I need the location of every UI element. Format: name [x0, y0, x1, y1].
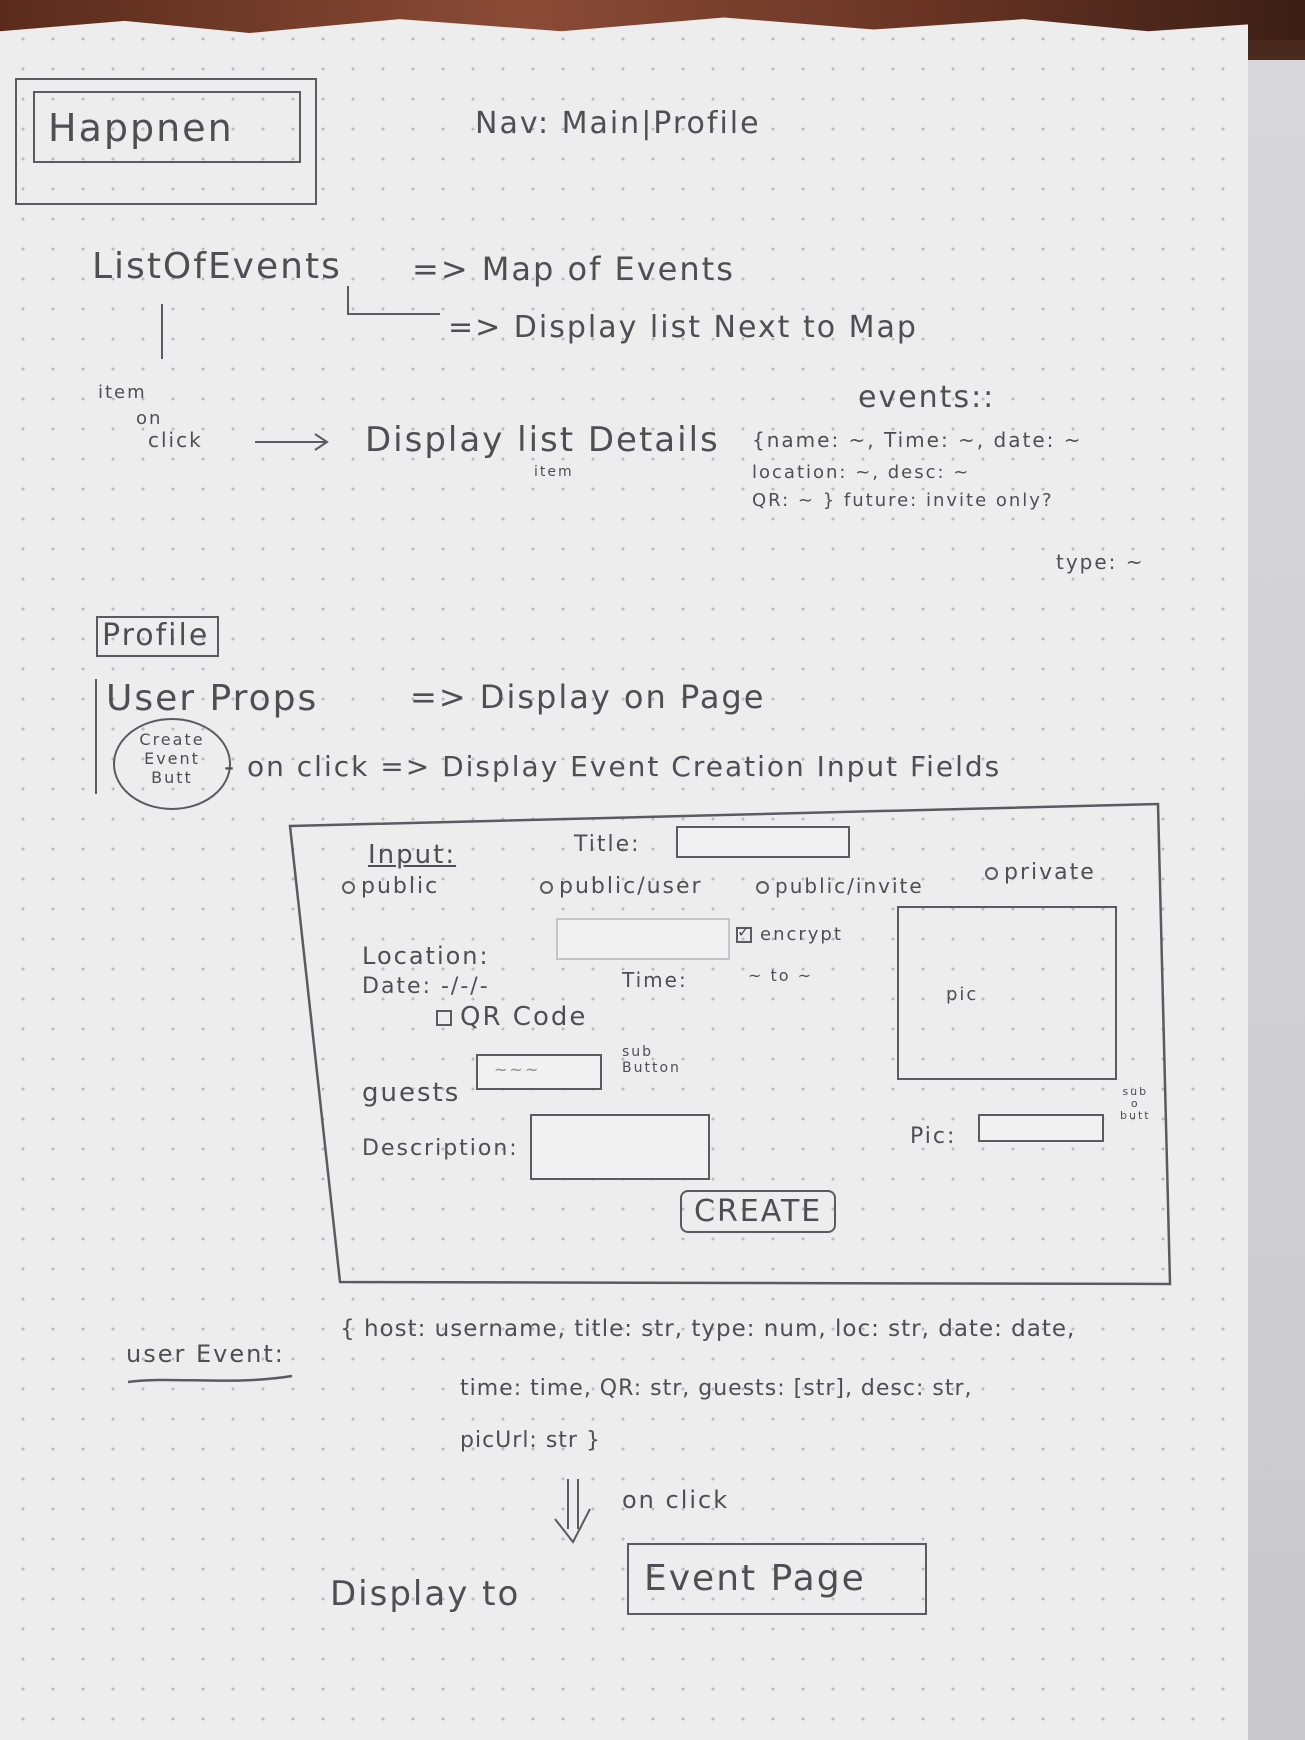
- profile-label: Profile: [96, 616, 220, 657]
- qr-code-checkbox[interactable]: QR Code: [436, 1002, 587, 1032]
- location-label: Location:: [362, 942, 490, 970]
- title-input[interactable]: [676, 826, 850, 858]
- events-fields-line2: location: ~, desc: ~: [752, 462, 971, 483]
- sketch-lines: [15, 78, 1172, 1615]
- events-fields-line1: {name: ~, Time: ~, date: ~: [752, 428, 1083, 452]
- qr-code-checkbox-label: QR Code: [460, 1002, 588, 1032]
- public-invite-radio-label: public/invite: [775, 874, 924, 898]
- input-label: Input:: [368, 840, 457, 870]
- desk-background-right: [1245, 60, 1305, 1740]
- display-list-details-label: Display list Details: [365, 420, 720, 460]
- create-event-button-line3: Butt: [151, 768, 193, 787]
- sub-button-line1: sub: [622, 1044, 654, 1060]
- on-click-label: on click: [622, 1486, 730, 1514]
- radio-icon: [985, 866, 998, 880]
- create-event-button[interactable]: Create Event Butt: [122, 730, 222, 787]
- create-event-button-line1: Create: [139, 730, 205, 749]
- location-input[interactable]: [556, 918, 730, 960]
- encrypt-checkbox-label: encrypt: [760, 924, 843, 945]
- pic-input[interactable]: [978, 1114, 1104, 1142]
- public-user-radio-label: public/user: [559, 874, 703, 899]
- time-range-label[interactable]: ~ to ~: [748, 966, 814, 985]
- pic-sub-button-line3: butt: [1120, 1109, 1151, 1122]
- item-label: item: [98, 382, 147, 403]
- events-model-label: events::: [858, 380, 996, 415]
- user-event-label: user Event:: [126, 1340, 285, 1368]
- on-label: on: [136, 408, 163, 429]
- create-button[interactable]: CREATE: [680, 1190, 837, 1233]
- private-radio[interactable]: private: [985, 860, 1096, 885]
- guests-input[interactable]: ~~~: [476, 1054, 602, 1090]
- nav-label[interactable]: Nav: Main|Profile: [475, 106, 761, 141]
- pic-sub-button-line1: sub: [1122, 1085, 1149, 1098]
- events-fields-line3: QR: ~ } future: invite only?: [752, 490, 1054, 511]
- public-invite-radio[interactable]: public/invite: [756, 874, 924, 898]
- description-label: Description:: [362, 1136, 519, 1161]
- guests-label: guests: [362, 1078, 461, 1108]
- user-props-label: User Props: [106, 678, 319, 719]
- pic-sub-button-line2: o: [1130, 1097, 1140, 1110]
- pic-label: Pic:: [910, 1124, 957, 1149]
- event-page-link[interactable]: Event Page: [644, 1558, 866, 1599]
- title-label: Title:: [574, 832, 641, 857]
- user-event-fields-line1: { host: username, title: str, type: num,…: [340, 1316, 1076, 1342]
- list-of-events-label: ListOfEvents: [92, 246, 342, 287]
- radio-icon: [342, 880, 355, 894]
- sub-button[interactable]: sub Button: [622, 1044, 681, 1076]
- user-event-fields-line3: picUrl: str }: [460, 1428, 601, 1453]
- checkbox-icon: [436, 1009, 452, 1026]
- public-radio[interactable]: public: [342, 874, 439, 899]
- app-title: Happnen: [48, 106, 234, 150]
- description-input[interactable]: [530, 1114, 710, 1180]
- encrypt-checkbox[interactable]: encrypt: [736, 922, 843, 945]
- create-event-button-line2: Event: [144, 749, 200, 768]
- time-label: Time:: [622, 968, 688, 992]
- events-type-label: type: ~: [1056, 550, 1145, 574]
- display-on-page-label: => Display on Page: [410, 678, 766, 716]
- public-user-radio[interactable]: public/user: [540, 874, 703, 899]
- click-label: click: [148, 428, 203, 452]
- display-to-label: Display to: [330, 1574, 521, 1614]
- guests-input-value: ~~~: [494, 1060, 541, 1079]
- sub-button-line2: Button: [622, 1060, 681, 1076]
- date-label[interactable]: Date: -/-/-: [362, 974, 490, 999]
- public-radio-label: public: [361, 874, 440, 899]
- notebook-page: Happnen Nav: Main|Profile ListOfEvents =…: [0, 17, 1248, 1740]
- display-list-next-to-map-label: => Display list Next to Map: [448, 310, 918, 345]
- private-radio-label: private: [1004, 860, 1096, 885]
- map-of-events-label: => Map of Events: [412, 250, 735, 288]
- radio-icon: [756, 881, 769, 894]
- user-event-fields-line2: time: time, QR: str, guests: [str], desc…: [460, 1376, 973, 1401]
- radio-icon: [540, 880, 553, 894]
- pic-preview-label: pic: [946, 984, 979, 1005]
- checkbox-checked-icon: [736, 922, 752, 943]
- on-click-display-fields-label: - on click => Display Event Creation Inp…: [224, 750, 1002, 783]
- pic-sub-button[interactable]: sub o butt: [1120, 1086, 1151, 1122]
- item-sub-label: item: [534, 464, 574, 480]
